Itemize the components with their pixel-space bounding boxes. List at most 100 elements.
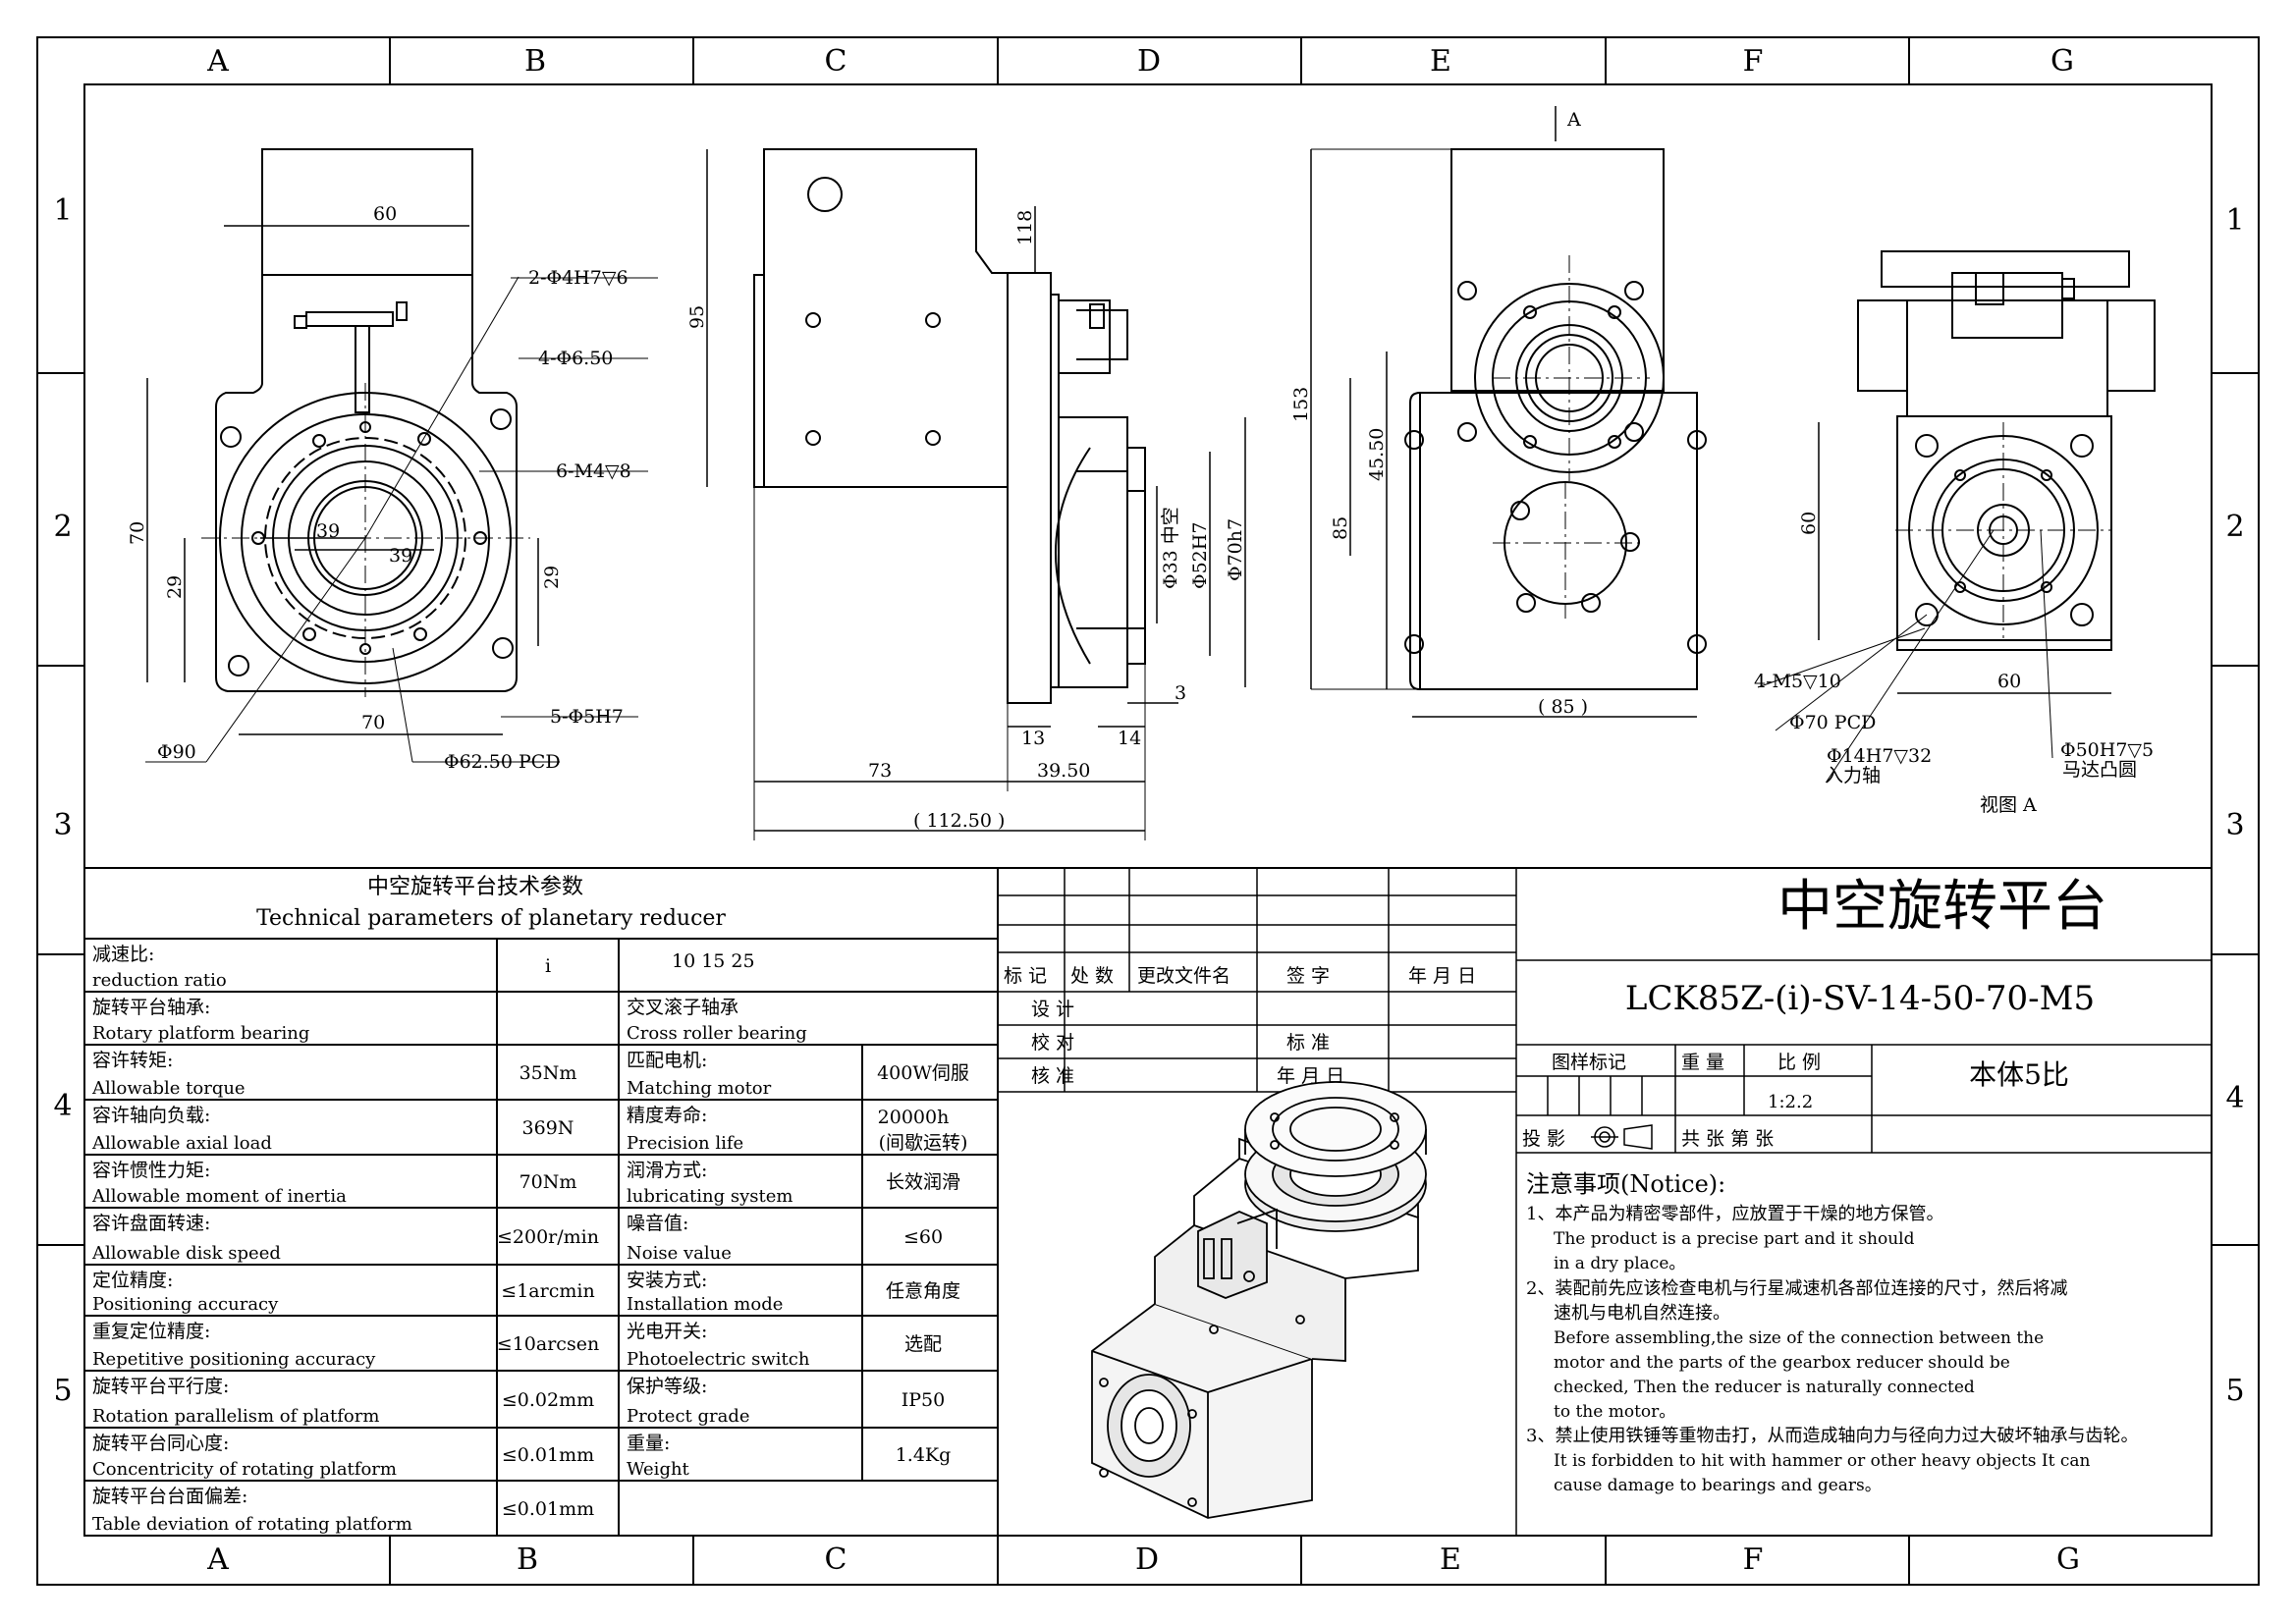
param-ratio-values: 10 15 25: [672, 950, 755, 972]
param2-value: ≤60: [903, 1226, 943, 1248]
param2-label-cn: 精度寿命:: [627, 1105, 707, 1126]
dim-dia-50: Φ50H7▽5: [2060, 739, 2154, 761]
params-table-text: 中空旋转平台技术参数 Technical parameters of plane…: [256, 875, 726, 931]
param2-value: 选配: [904, 1333, 942, 1355]
outer-border: [36, 36, 2260, 1586]
param-value: ≤0.02mm: [502, 1389, 594, 1411]
param2-label-en: Cross roller bearing: [627, 1023, 807, 1044]
notice-line-12: cause damage to bearings and gears。: [1554, 1476, 1882, 1495]
param-value: ≤10arcsen: [497, 1333, 599, 1355]
param2-value-note: (间歇运转): [879, 1132, 968, 1154]
dim-60-h: 60: [1997, 671, 2021, 692]
dim-2-hole: 2-Φ4H7▽6: [528, 267, 629, 289]
param2-value: 长效润滑: [886, 1171, 960, 1193]
rev-mark: 标 记: [1004, 965, 1047, 987]
params-title-en: Technical parameters of planetary reduce…: [256, 906, 726, 931]
mark-label: 图样标记: [1552, 1052, 1626, 1073]
param-value: 369N: [522, 1117, 574, 1139]
dim-95: 95: [686, 305, 708, 329]
dim-4-m5: 4-M5▽10: [1754, 671, 1841, 692]
param2-value: 400W伺服: [877, 1062, 969, 1084]
dim-29-right: 29: [541, 566, 563, 589]
revision-block: [998, 868, 1517, 1536]
zone-col-a: A: [206, 44, 229, 79]
zone-col-b-bottom: B: [517, 1542, 538, 1577]
param-label-cn: 定位精度:: [92, 1270, 173, 1291]
dim-45-50: 45.50: [1366, 428, 1388, 481]
param-value: 35Nm: [519, 1062, 577, 1084]
view-a: [1757, 250, 2156, 783]
front-view-dims: 60 2-Φ4H7▽6 4-Φ6.50 6-M4▽8 70 29 39 39 2…: [127, 203, 631, 773]
param-label-cn: 旋转平台轴承:: [92, 997, 210, 1018]
zone-col-e-bottom: E: [1440, 1542, 1461, 1577]
dim-5-hole: 5-Φ5H7: [550, 706, 624, 728]
param2-label-cn: 安装方式:: [627, 1270, 707, 1291]
rev-file: 更改文件名: [1137, 965, 1230, 987]
param2-label-en: Installation mode: [627, 1294, 783, 1315]
notice-line-10: 3、禁止使用铁锤等重物击打，从而造成轴向力与径向力过大破坏轴承与齿轮。: [1526, 1426, 2138, 1446]
dim-6-m4: 6-M4▽8: [556, 460, 631, 482]
param-value: ≤1arcmin: [501, 1280, 594, 1302]
notice-line-11: It is forbidden to hit with hammer or ot…: [1554, 1451, 2091, 1471]
dim-85-h: ( 85 ): [1538, 696, 1588, 718]
notice-line-7: motor and the parts of the gearbox reduc…: [1554, 1353, 2010, 1373]
dim-dia-90: Φ90: [157, 741, 196, 763]
model-number: LCK85Z-(i)-SV-14-50-70-M5: [1625, 979, 2095, 1018]
dim-dia-14: Φ14H7▽32: [1827, 745, 1932, 767]
param2-label-en: Noise value: [627, 1243, 732, 1264]
dim-73: 73: [868, 760, 892, 782]
zone-col-d-bottom: D: [1135, 1542, 1159, 1577]
dim-70-bottom: 70: [361, 712, 385, 733]
zone-col-f-bottom: F: [1743, 1542, 1764, 1577]
isometric-render: [1091, 1081, 1427, 1519]
rev-approve: 核 准: [1031, 1065, 1074, 1087]
dim-85-v: 85: [1330, 516, 1351, 540]
dim-pcd-62: Φ62.50 PCD: [444, 751, 561, 773]
param2-label-cn: 保护等级:: [627, 1376, 707, 1397]
notice-line-4: 2、装配前先应该检查电机与行星减速机各部位连接的尺寸，然后将减: [1526, 1278, 2067, 1299]
zone-col-c: C: [825, 44, 847, 79]
rev-design: 设 计: [1031, 999, 1074, 1020]
param-label-en: Repetitive positioning accuracy: [92, 1349, 376, 1370]
variant-label: 本体5比: [1969, 1058, 2069, 1091]
param-label-en: Allowable torque: [91, 1078, 246, 1099]
dim-70-left: 70: [127, 521, 148, 545]
param-label-cn: 减速比:: [92, 944, 154, 965]
param-label-en: Table deviation of rotating platform: [92, 1514, 412, 1535]
view-a-caption: 视图 A: [1980, 794, 2037, 816]
zone-row-5-right: 5: [2225, 1374, 2244, 1408]
param2-value: 20000h: [878, 1107, 950, 1128]
rev-standard: 标 准: [1286, 1032, 1330, 1054]
rear-view: [1310, 106, 1707, 718]
param2-label-en: Precision life: [627, 1133, 743, 1154]
param2-value: 任意角度: [886, 1280, 960, 1302]
projection-label: 投 影: [1522, 1128, 1565, 1150]
weight-label: 重 量: [1681, 1052, 1724, 1073]
param-label-en: Allowable axial load: [91, 1133, 272, 1154]
notice-line-9: to the motor。: [1554, 1402, 1675, 1422]
param2-label-en: Photoelectric switch: [627, 1349, 810, 1370]
param2-label-cn: 重量:: [627, 1433, 670, 1454]
param2-label-en: Weight: [627, 1459, 690, 1480]
dim-dia-70: Φ70h7: [1225, 518, 1246, 581]
param2-label-en: lubricating system: [627, 1186, 793, 1207]
param-label-en: Allowable disk speed: [91, 1243, 281, 1264]
rev-count: 处 数: [1070, 965, 1114, 987]
param2-label-cn: 光电开关:: [627, 1321, 707, 1342]
param-label-en: Rotary platform bearing: [92, 1023, 309, 1044]
scale-label: 比 例: [1777, 1052, 1821, 1073]
notice-line-2: The product is a precise part and it sho…: [1554, 1229, 1915, 1249]
param-value: 70Nm: [519, 1171, 577, 1193]
scale-value: 1:2.2: [1768, 1092, 1813, 1112]
notice-line-5: 速机与电机自然连接。: [1554, 1303, 1730, 1324]
side-view: [706, 148, 1246, 840]
front-view: [145, 148, 658, 763]
dim-29-left: 29: [164, 575, 186, 599]
notice-title: 注意事项(Notice):: [1526, 1170, 1725, 1198]
inner-border: [83, 83, 2213, 1537]
zone-row-2: 2: [53, 510, 72, 544]
param2-label-en: Matching motor: [627, 1078, 772, 1099]
title-block: [1516, 959, 2212, 1154]
